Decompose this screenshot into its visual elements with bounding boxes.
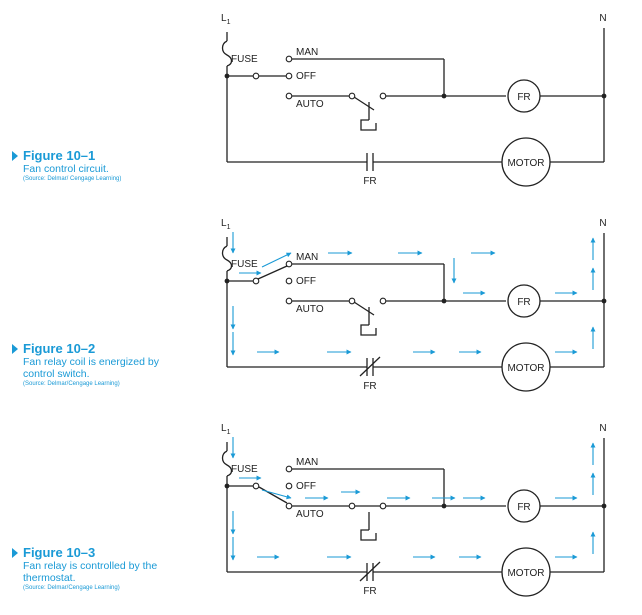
- figure-10-2-caption: Figure 10–2 Fan relay coil is energized …: [10, 341, 210, 389]
- thermostat-icon: [360, 529, 377, 541]
- caption-marker-icon: [12, 547, 18, 558]
- off-terminal: [285, 72, 293, 80]
- figure-source: (Source: Delmar/Cengage Learning): [23, 381, 120, 387]
- man-terminal: [285, 465, 293, 473]
- common-terminal: [252, 72, 260, 80]
- auto-terminal: [285, 502, 293, 510]
- circuit-figure-2: L1 N FUSE FR MOTOR MAN OFF AUTO FR: [221, 218, 607, 392]
- auto-label: AUTO: [296, 99, 324, 110]
- thermostat-terminal: [379, 297, 387, 305]
- thermostat-terminal: [348, 297, 356, 305]
- off-terminal: [285, 277, 293, 285]
- motor-label: MOTOR: [507, 568, 544, 579]
- junction-dot: [601, 93, 607, 99]
- line-label: L1: [221, 13, 231, 26]
- junction-dot: [441, 298, 447, 304]
- figure-10-1-caption: Figure 10–1 Fan control circuit. (Source…: [10, 148, 210, 184]
- fuse-label: FUSE: [231, 54, 258, 65]
- figure-title: Figure 10–1: [23, 148, 96, 163]
- auto-label: AUTO: [296, 304, 324, 315]
- man-label: MAN: [296, 457, 318, 468]
- man-terminal: [285, 260, 293, 268]
- junction-dot: [601, 298, 607, 304]
- current-flow-arrow: [261, 489, 292, 500]
- relay-contact-closed-slash: [359, 561, 381, 582]
- current-flow-arrow: [261, 252, 292, 268]
- man-terminal: [285, 55, 293, 63]
- relay-coil-label: FR: [517, 297, 530, 308]
- fuse-icon: [221, 245, 233, 272]
- fuse-label: FUSE: [231, 259, 258, 270]
- thermostat-terminal: [379, 502, 387, 510]
- thermostat-icon: [360, 119, 377, 131]
- figure-title: Figure 10–2: [23, 341, 96, 356]
- fuse-label: FUSE: [231, 464, 258, 475]
- off-label: OFF: [296, 481, 316, 492]
- junction-dot: [224, 278, 230, 284]
- figure-10-3-caption: Figure 10–3 Fan relay is controlled by t…: [10, 545, 210, 593]
- circuit-figure-3: L1 N FUSE FR MOTOR MAN OFF AUTO FR: [221, 423, 607, 597]
- figure-description: Fan relay coil is energized by control s…: [23, 356, 159, 380]
- line-label: L1: [221, 423, 231, 436]
- thermostat-contact-open: [353, 301, 375, 316]
- line-label: L1: [221, 218, 231, 231]
- figure-source: (Source: Delmar/Cengage Learning): [23, 585, 120, 591]
- man-label: MAN: [296, 47, 318, 58]
- junction-dot: [441, 503, 447, 509]
- figure-description: Fan relay is controlled by the thermosta…: [23, 560, 158, 584]
- relay-coil-label: FR: [517, 502, 530, 513]
- man-label: MAN: [296, 252, 318, 263]
- auto-label: AUTO: [296, 509, 324, 520]
- off-label: OFF: [296, 71, 316, 82]
- figure-source: (Source: Delmar/ Cengage Learning): [23, 176, 122, 182]
- figure-title: Figure 10–3: [23, 545, 96, 560]
- off-label: OFF: [296, 276, 316, 287]
- relay-contact-label: FR: [363, 176, 376, 187]
- relay-contact-label: FR: [363, 381, 376, 392]
- relay-coil-label: FR: [517, 92, 530, 103]
- junction-dot: [224, 483, 230, 489]
- thermostat-terminal: [348, 502, 356, 510]
- neutral-label: N: [599, 218, 606, 229]
- auto-terminal: [285, 297, 293, 305]
- auto-terminal: [285, 92, 293, 100]
- figure-description: Fan control circuit.: [23, 163, 109, 175]
- neutral-label: N: [599, 423, 606, 434]
- caption-marker-icon: [12, 150, 18, 161]
- circuit-figure-1: L1 N FUSE FR MOTOR MAN OFF AUTO FR: [221, 13, 607, 187]
- motor-label: MOTOR: [507, 158, 544, 169]
- junction-dot: [441, 93, 447, 99]
- switch-blade: [258, 486, 288, 504]
- neutral-label: N: [599, 13, 606, 24]
- relay-contact-label: FR: [363, 586, 376, 597]
- junction-dot: [224, 73, 230, 79]
- caption-marker-icon: [12, 343, 18, 354]
- thermostat-terminal: [379, 92, 387, 100]
- thermostat-contact-open: [353, 96, 375, 111]
- thermostat-icon: [360, 324, 377, 336]
- common-terminal: [252, 277, 260, 285]
- motor-label: MOTOR: [507, 363, 544, 374]
- fuse-icon: [221, 40, 233, 67]
- switch-blade: [257, 265, 288, 280]
- fuse-icon: [221, 450, 233, 477]
- relay-contact-closed-slash: [359, 356, 381, 377]
- off-terminal: [285, 482, 293, 490]
- common-terminal: [252, 482, 260, 490]
- junction-dot: [601, 503, 607, 509]
- thermostat-terminal: [348, 92, 356, 100]
